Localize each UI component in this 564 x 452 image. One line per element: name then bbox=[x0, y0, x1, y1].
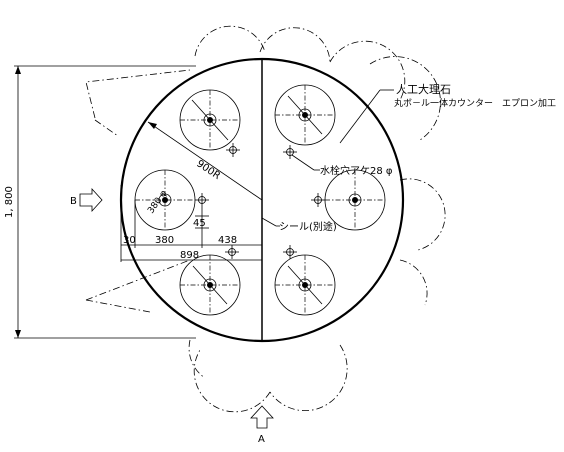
faucet-leader bbox=[291, 154, 315, 171]
faucet-hole-ul bbox=[226, 143, 240, 157]
bowl-upper-left bbox=[179, 89, 241, 151]
seal-label: シール(別途) bbox=[279, 220, 337, 233]
radius-arrowhead bbox=[148, 122, 157, 129]
dimension-30: 30 bbox=[123, 235, 136, 246]
bowl-lower-right bbox=[274, 254, 336, 316]
chair-outline-bottom-left-2 bbox=[188, 339, 206, 379]
view-a-arrow-icon bbox=[250, 405, 274, 429]
bowl-right bbox=[324, 169, 386, 231]
seal-leader bbox=[261, 217, 277, 227]
view-b-label: B bbox=[70, 196, 77, 207]
dimension-380: 380 bbox=[155, 235, 174, 246]
chair-outlines bbox=[85, 25, 446, 413]
chair-outline-bottom-right bbox=[269, 344, 348, 412]
radius-leader bbox=[147, 121, 263, 201]
chair-outline-top-left bbox=[194, 25, 266, 57]
faucet-hole-lr bbox=[283, 245, 297, 259]
faucet-hole-ur bbox=[283, 145, 297, 159]
chair-outline-bottom-mid bbox=[193, 349, 271, 413]
faucet-hole-label: 水栓穴アケ28 φ bbox=[320, 164, 393, 177]
faucet-hole-l bbox=[195, 193, 209, 207]
chair-outline-left-mid bbox=[94, 119, 119, 137]
chair-outline-right-2 bbox=[369, 56, 441, 141]
faucet-hole-ll bbox=[225, 245, 239, 259]
material-leader bbox=[339, 89, 381, 144]
view-a-label: A bbox=[258, 434, 265, 445]
chair-outline-right-1 bbox=[329, 40, 406, 101]
bowl-lower-left bbox=[179, 254, 241, 316]
dimension-898: 898 bbox=[180, 250, 199, 261]
chair-outline-bottom-left bbox=[85, 259, 191, 301]
dimension-45: 45 bbox=[193, 218, 206, 229]
horizontal-dimensions bbox=[120, 185, 263, 262]
dimension-438: 438 bbox=[218, 235, 237, 246]
chair-outline-right-3 bbox=[399, 178, 446, 251]
material-label-line1: 人工大理石 bbox=[396, 82, 451, 96]
chair-outline-right-4 bbox=[399, 259, 428, 306]
overall-height-label: 1, 800 bbox=[4, 186, 15, 218]
overall-height-dimension bbox=[14, 65, 196, 339]
faucet-hole-r bbox=[311, 193, 325, 207]
chair-outline-top-right bbox=[259, 27, 331, 63]
faucet-holes bbox=[195, 143, 325, 259]
radius-label: 900R bbox=[194, 158, 222, 182]
bowl-upper-right bbox=[274, 84, 336, 146]
material-label-line2: 丸ボ－ル一体カウンター エプロン加工 bbox=[394, 97, 556, 109]
chair-outline-upper-left bbox=[85, 69, 191, 119]
view-b-arrow-icon bbox=[79, 187, 103, 213]
chair-outline-lower-left bbox=[85, 299, 151, 313]
sink-bowls bbox=[134, 84, 386, 316]
